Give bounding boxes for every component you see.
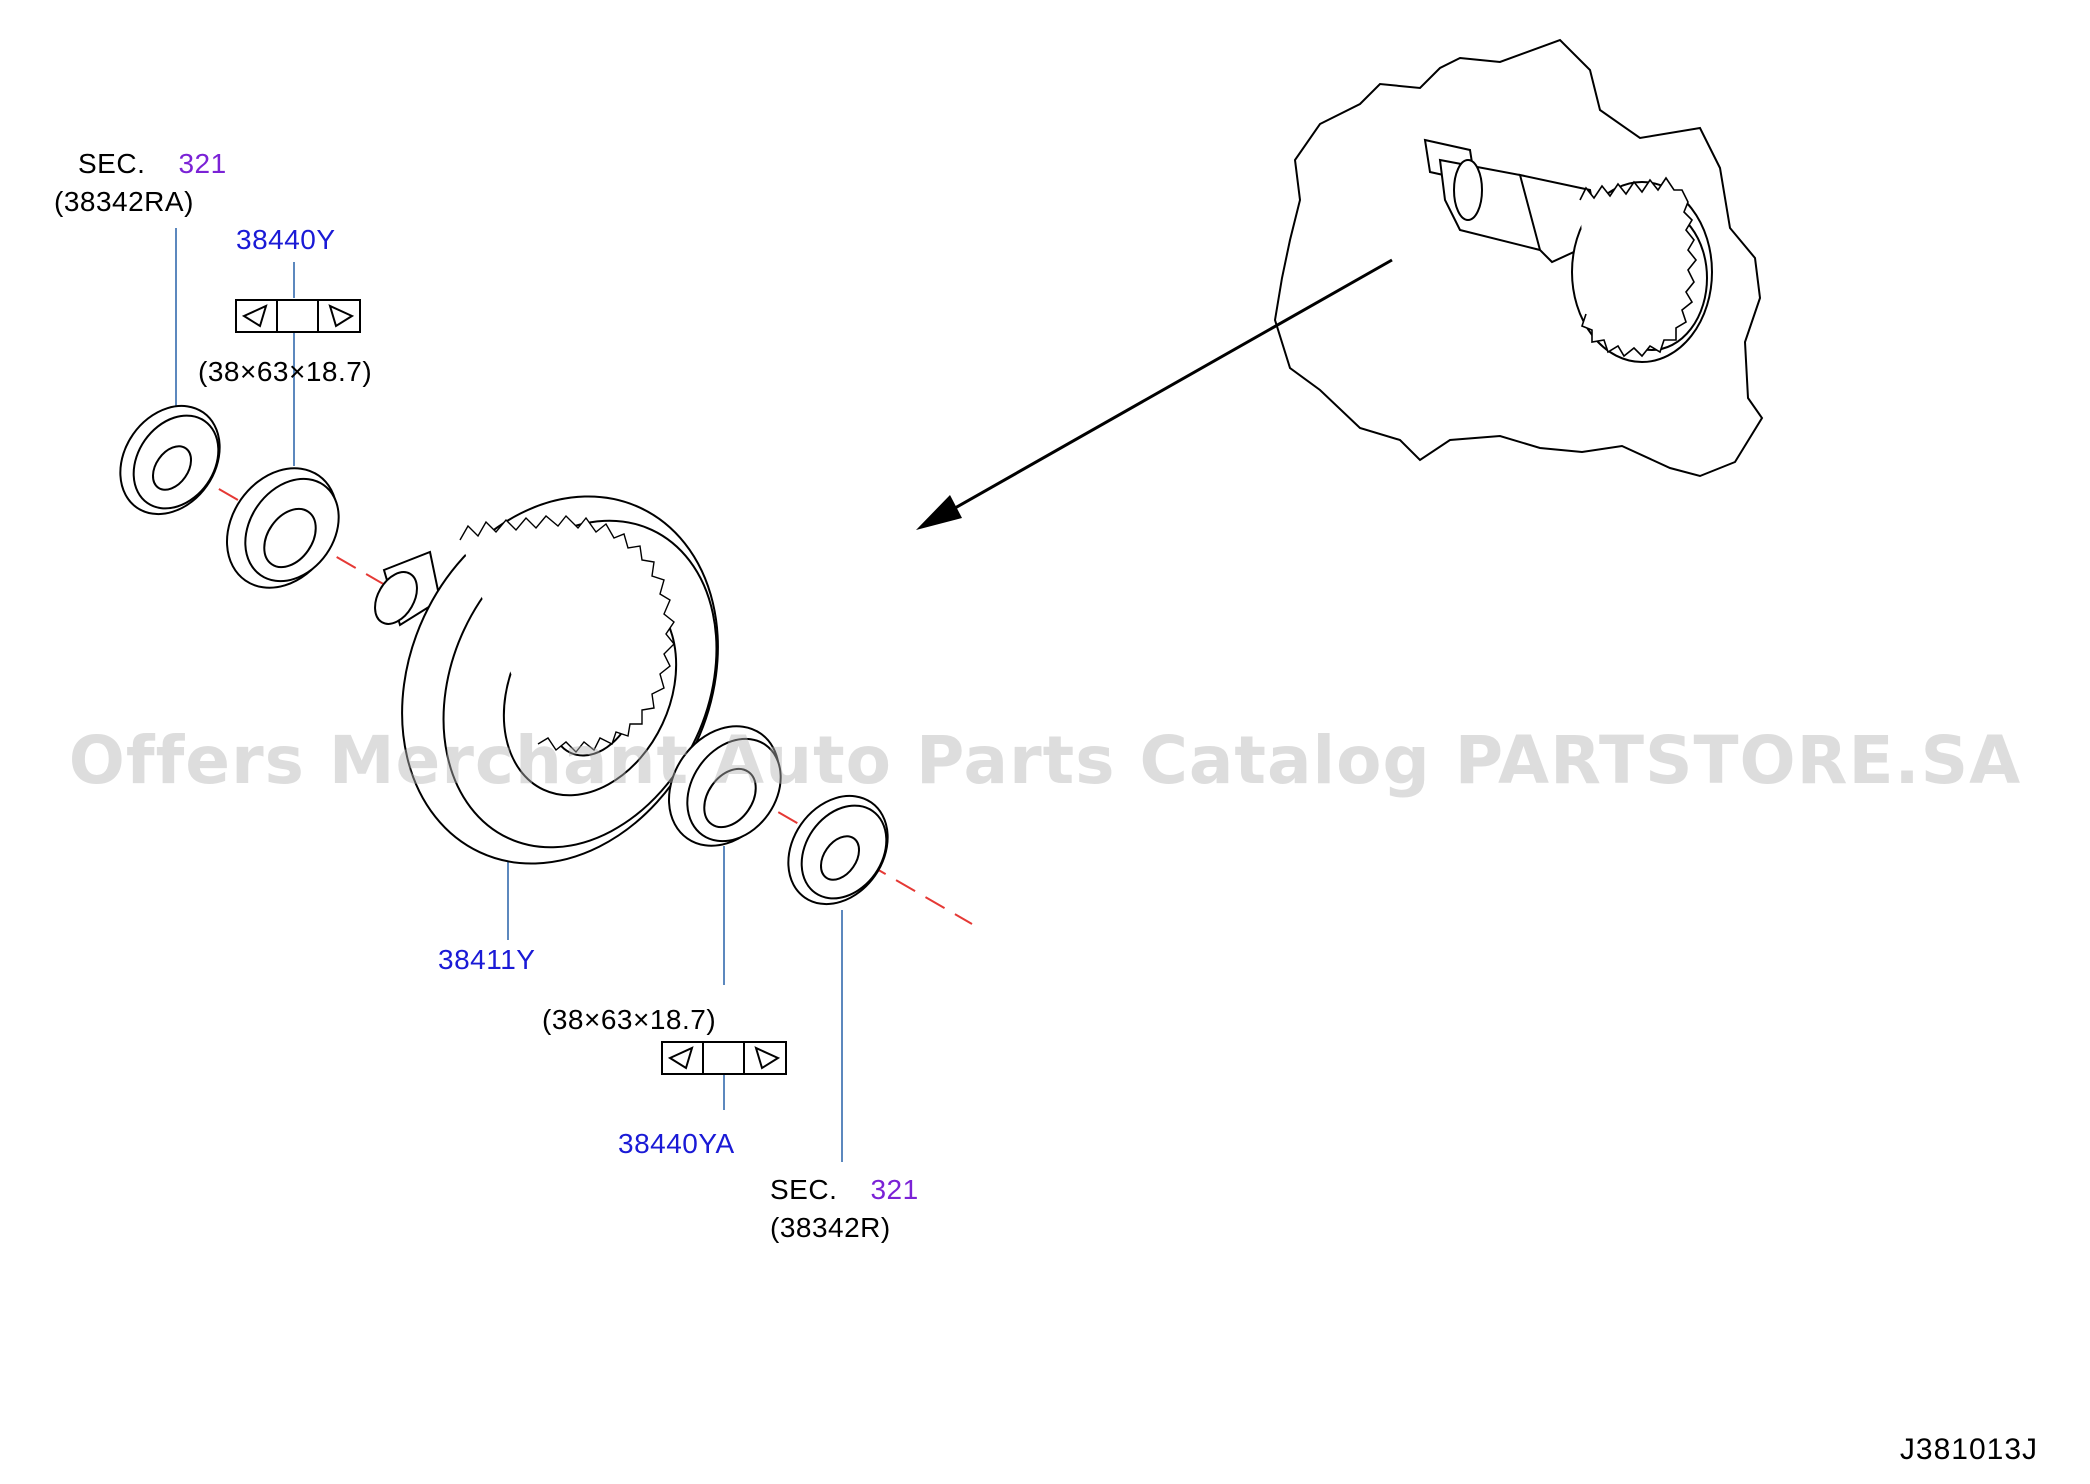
bearing-dimensions-bottom: (38×63×18.7) — [542, 1004, 717, 1035]
section-prefix: SEC. — [78, 148, 146, 179]
bearing-dimensions-top: (38×63×18.7) — [198, 356, 373, 387]
section-ref-code-bottom: (38342R) — [770, 1212, 891, 1243]
bearing-38440Y — [225, 467, 340, 589]
bearing-direction-icon — [661, 1041, 787, 1075]
transmission-case-outline — [1273, 38, 1764, 478]
bearing-race-bottom — [787, 794, 889, 906]
leader-lines — [175, 228, 843, 1162]
section-link-321[interactable]: 321 — [870, 1174, 919, 1205]
watermark-text: Offers Merchant Auto Parts Catalog PARTS… — [68, 722, 2022, 799]
drive-shaft-gear — [1423, 138, 1713, 363]
arrow-icon — [916, 258, 1393, 530]
differential-assembly-38411Y — [374, 495, 719, 865]
bearing-38440YA — [667, 725, 782, 847]
part-link-38411Y[interactable]: 38411Y — [438, 944, 536, 975]
part-link-38440Y[interactable]: 38440Y — [236, 224, 336, 255]
bearing-direction-icon — [235, 299, 361, 333]
part-link-38440YA[interactable]: 38440YA — [618, 1128, 735, 1159]
section-ref-bottom: SEC. 321 — [770, 1176, 919, 1204]
section-prefix: SEC. — [770, 1174, 838, 1205]
section-ref-top: SEC. 321 — [78, 150, 227, 178]
shaft-gear-teeth — [1579, 176, 1698, 358]
ring-gear-teeth — [459, 514, 675, 754]
section-ref-code-top: (38342RA) — [54, 186, 194, 217]
diagram-code: J381013J — [1899, 1433, 2038, 1466]
bearing-race-top — [119, 404, 221, 516]
section-link-321[interactable]: 321 — [178, 148, 227, 179]
